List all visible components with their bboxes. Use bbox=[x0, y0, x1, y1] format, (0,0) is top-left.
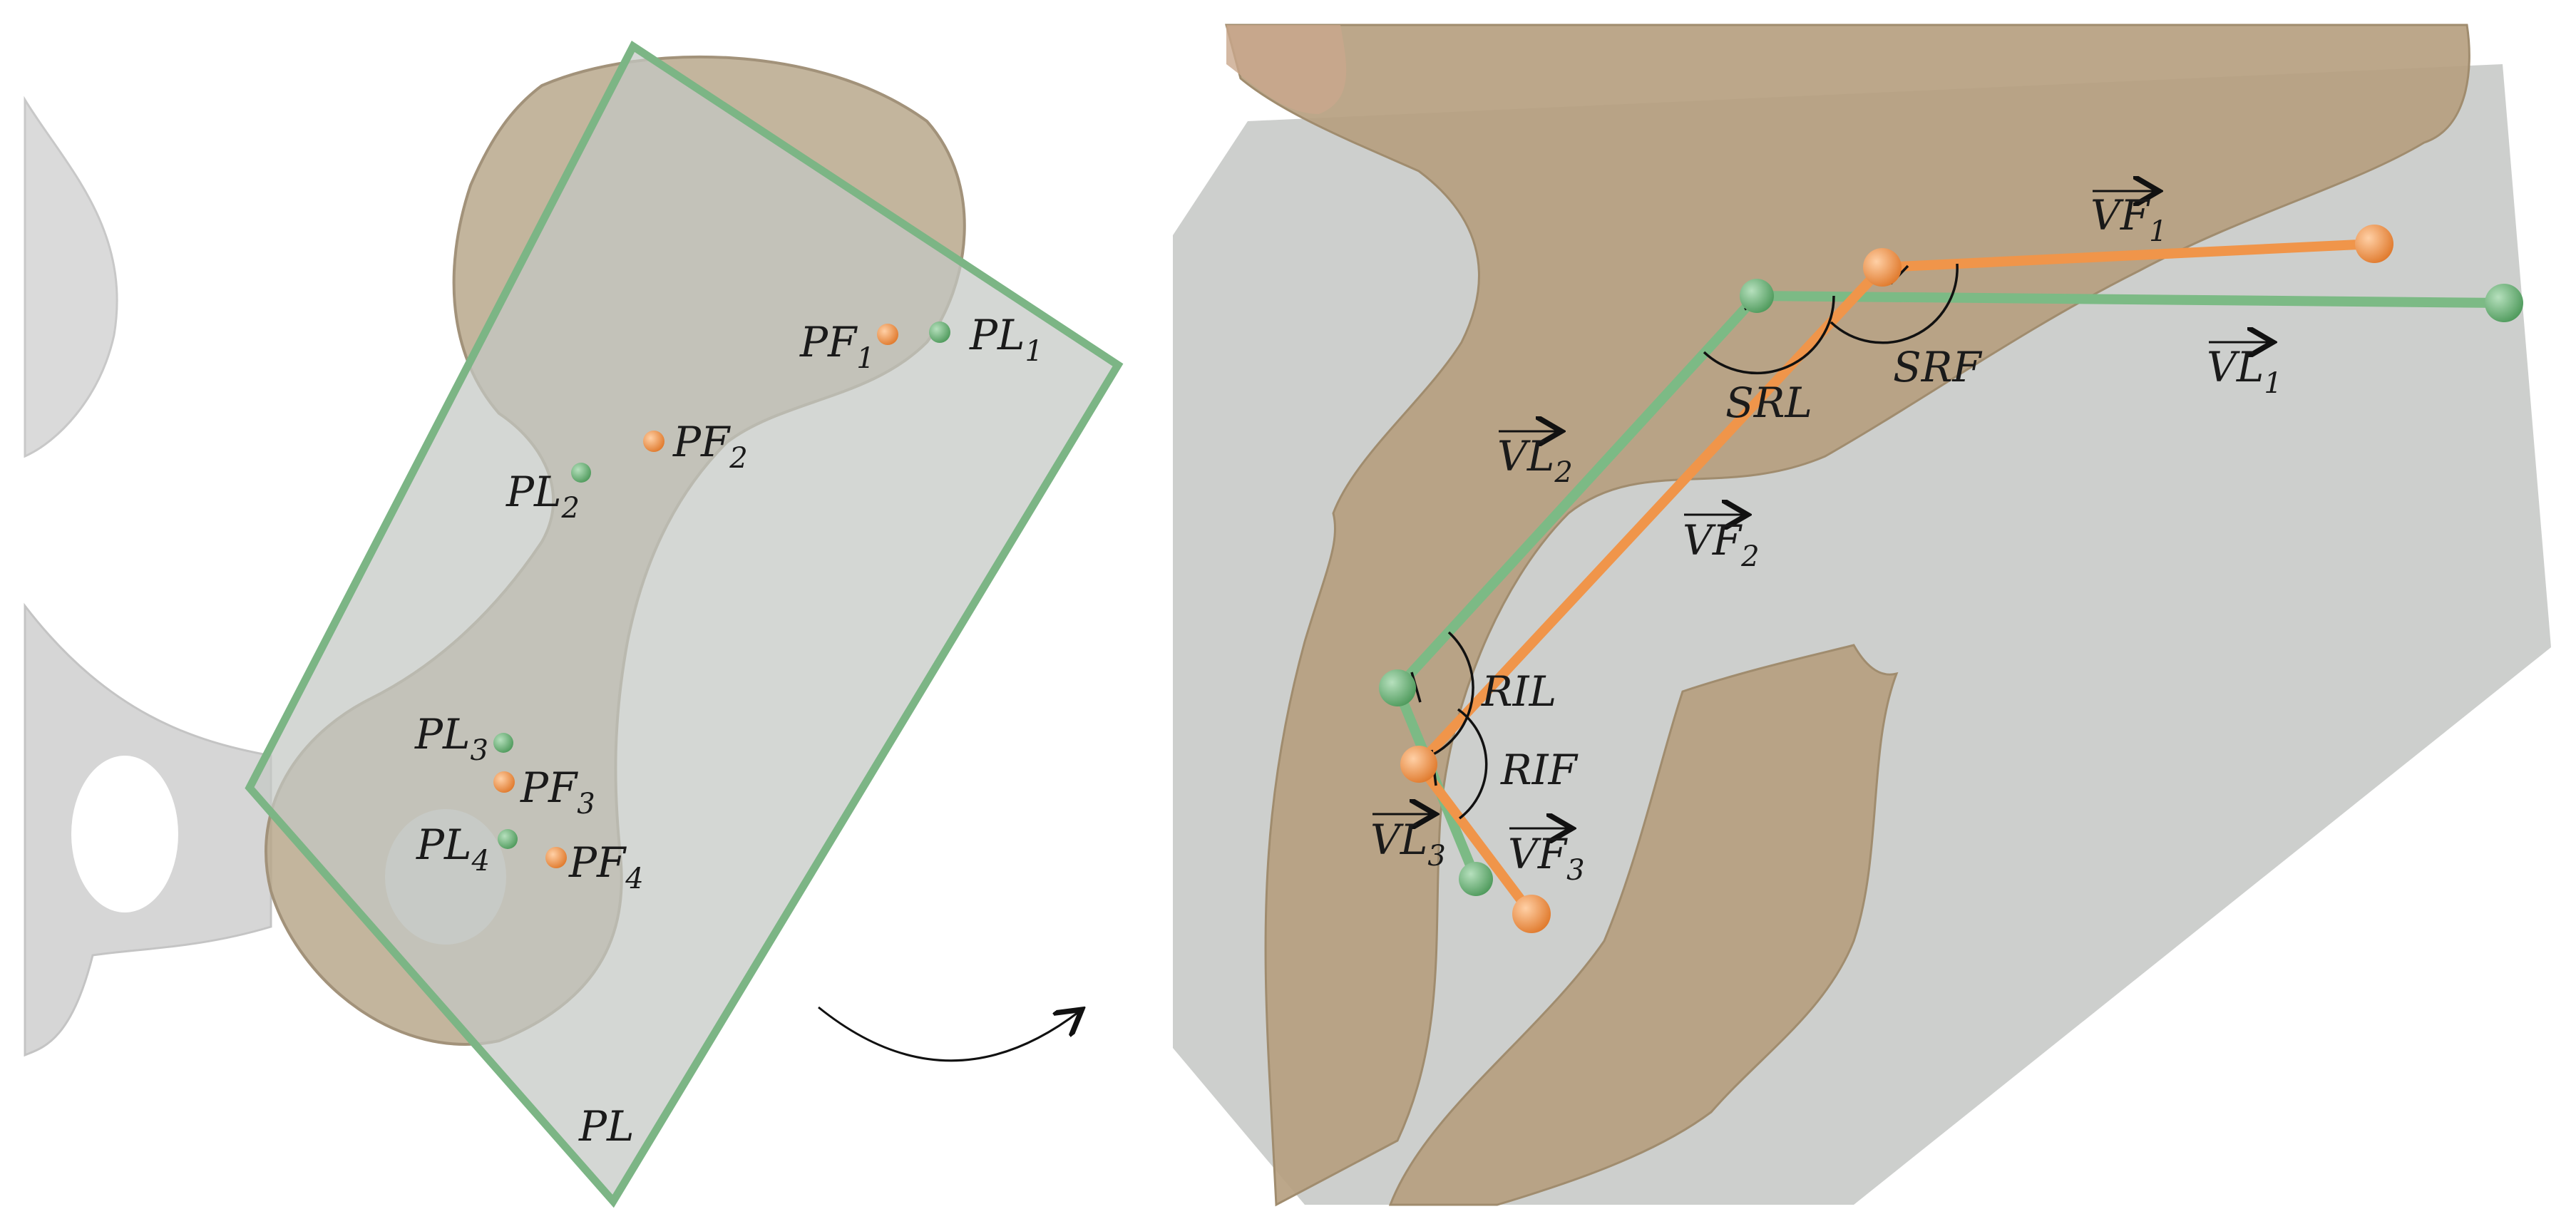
joint-vl3-end bbox=[1459, 862, 1493, 896]
vector-vf1 bbox=[1877, 239, 2379, 272]
label-pf1: PF1 bbox=[799, 318, 875, 375]
label-angle-ril: RIL bbox=[1481, 667, 1556, 716]
joint-vl-top bbox=[1740, 279, 1774, 313]
ischium-bone bbox=[1388, 644, 1899, 1206]
label-pf4: PF4 bbox=[568, 838, 644, 895]
label-pf3: PF3 bbox=[520, 763, 595, 821]
vector-vf3 bbox=[1414, 759, 1536, 919]
svg-text:VF2: VF2 bbox=[1683, 516, 1760, 573]
label-vf1: VF1 bbox=[2090, 191, 2167, 248]
point-pl3 bbox=[493, 733, 513, 753]
ilium-bone bbox=[1225, 24, 2470, 1207]
angle-arc-srf bbox=[1830, 263, 1959, 344]
point-pf1 bbox=[877, 324, 898, 345]
label-vl1: VL1 bbox=[2207, 342, 2282, 400]
label-vf3: VF3 bbox=[1508, 828, 1585, 887]
label-pl1: PL1 bbox=[969, 311, 1043, 368]
label-angle-rif: RIF bbox=[1500, 746, 1579, 794]
svg-text:VL1: VL1 bbox=[2207, 343, 2282, 400]
joint-vf-mid bbox=[1400, 746, 1437, 783]
right-panel: VF1 VL1 VL2 VF2 VL3 VF3 SRL SRF RIL RIF bbox=[1173, 24, 2551, 1207]
label-vl3: VL3 bbox=[1370, 814, 1446, 873]
label-angle-srl: SRL bbox=[1725, 379, 1812, 427]
joint-vl-mid bbox=[1379, 669, 1416, 706]
point-pl2 bbox=[571, 463, 591, 483]
angle-arc-rif bbox=[1457, 708, 1488, 820]
svg-text:VL3: VL3 bbox=[1370, 816, 1446, 873]
joint-vf-top bbox=[1863, 248, 1902, 287]
point-pf4 bbox=[545, 847, 567, 868]
vector-vl2 bbox=[1392, 291, 1762, 693]
label-pf2: PF2 bbox=[672, 418, 748, 475]
label-plane-pl: PL bbox=[578, 1102, 635, 1151]
vf-chain bbox=[1414, 239, 2379, 919]
label-vl2: VL2 bbox=[1497, 431, 1573, 489]
svg-text:VF3: VF3 bbox=[1508, 830, 1585, 887]
left-panel: PF1 PL1 PF2 PL2 PL3 PF3 PL4 PF4 PL bbox=[24, 41, 1124, 1208]
pubic-foramen-gray bbox=[71, 756, 178, 912]
label-pl4: PL4 bbox=[416, 821, 490, 878]
point-pf3 bbox=[493, 771, 515, 793]
bone-top-highlight bbox=[1226, 25, 1347, 114]
upper-left-bone bbox=[24, 96, 118, 458]
point-pl4 bbox=[498, 829, 518, 849]
joint-vf3-end bbox=[1512, 895, 1551, 933]
transition-arrow bbox=[818, 1007, 1080, 1062]
vector-vl1 bbox=[1752, 291, 2509, 308]
mirror-plane-pl bbox=[245, 41, 1124, 1208]
svg-text:VF1: VF1 bbox=[2090, 191, 2167, 248]
joint-vf1-end bbox=[2355, 225, 2393, 263]
label-pl2: PL2 bbox=[506, 468, 580, 525]
point-pl1 bbox=[929, 322, 950, 343]
svg-text:VL2: VL2 bbox=[1497, 432, 1573, 489]
joint-vl1-end bbox=[2485, 284, 2523, 322]
angle-corner-ril bbox=[1410, 672, 1422, 703]
label-angle-srf: SRF bbox=[1893, 343, 1982, 391]
angle-arc-srl bbox=[1703, 295, 1835, 375]
vector-vf2 bbox=[1414, 262, 1887, 769]
label-pl3: PL3 bbox=[414, 710, 488, 767]
label-vf2: VF2 bbox=[1683, 515, 1760, 573]
angle-arc-ril bbox=[1425, 631, 1474, 759]
point-pf2 bbox=[643, 431, 664, 452]
